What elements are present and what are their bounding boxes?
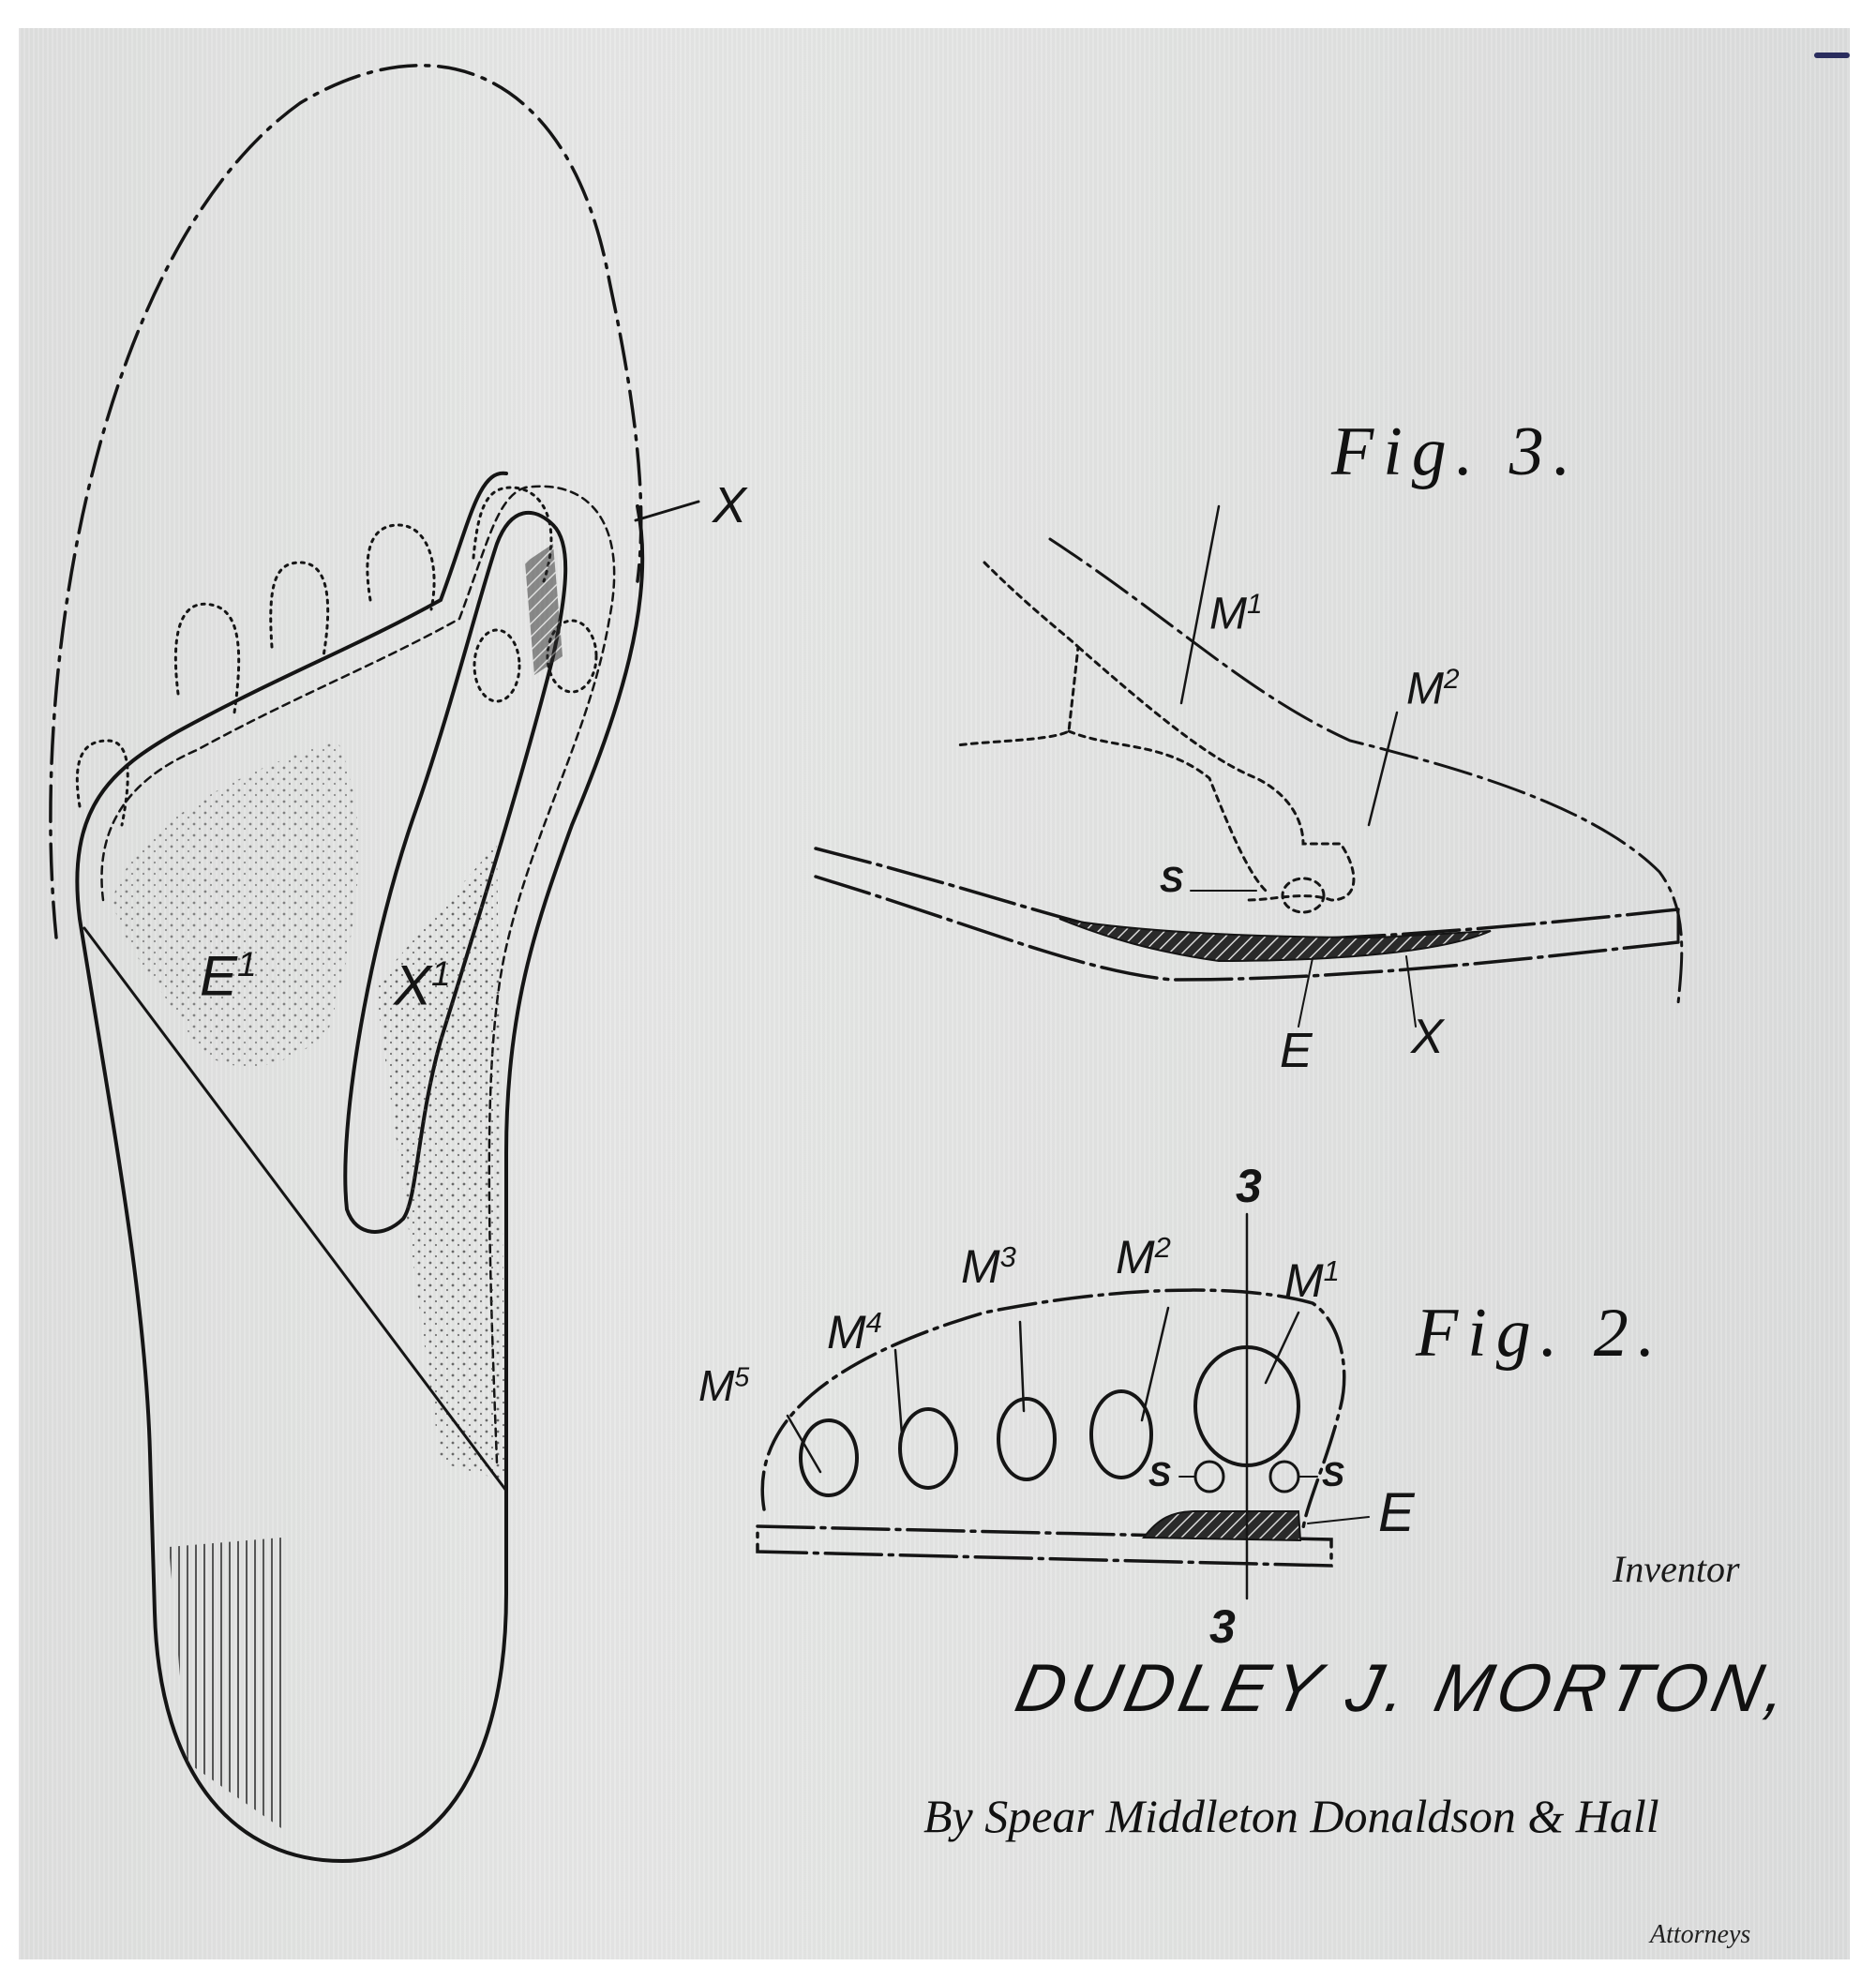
label-base: M xyxy=(961,1240,1000,1294)
fig2-label-M3: M3 xyxy=(961,1242,1016,1290)
fig2-label-M2: M2 xyxy=(1116,1233,1171,1281)
attorney-firm: By Spear Middleton Donaldson & Hall xyxy=(923,1790,1659,1842)
inventor-caption: Inventor xyxy=(1613,1548,1740,1590)
pad-E-fig2 xyxy=(1142,1510,1302,1542)
label-sup: 1 xyxy=(1323,1254,1340,1287)
fig3-label-S: S xyxy=(1160,861,1184,900)
label-sup: 3 xyxy=(999,1240,1016,1273)
attorney-caption: Attorneys xyxy=(1650,1920,1751,1949)
label-base: X xyxy=(394,953,432,1017)
insole-outline xyxy=(75,471,645,1864)
section-marker-top: 3 xyxy=(1236,1160,1262,1212)
fig1-label-X: X xyxy=(713,477,747,533)
ink-mark xyxy=(1814,53,1850,58)
label-base: M xyxy=(827,1306,866,1359)
label-base: M xyxy=(1116,1231,1155,1284)
fig3-side-view xyxy=(814,504,1684,1028)
label-sup: 1 xyxy=(1246,589,1263,620)
fig2-label-M1: M1 xyxy=(1284,1256,1340,1304)
fig2-label-M5: M5 xyxy=(698,1364,749,1407)
fig1-label-E1: E1 xyxy=(200,944,257,1008)
fig3-title: Fig. 3. xyxy=(1331,413,1581,490)
fig1-insole xyxy=(49,64,700,1864)
fig3-label-E: E xyxy=(1280,1024,1313,1078)
label-sup: 5 xyxy=(734,1362,750,1393)
fig2-title: Fig. 2. xyxy=(1416,1295,1665,1372)
label-base: M xyxy=(1406,664,1444,714)
fig2-cross-section xyxy=(756,1212,1370,1600)
label-base: M xyxy=(1209,589,1247,639)
fig2-label-M4: M4 xyxy=(827,1308,882,1356)
fig2-label-E: E xyxy=(1378,1482,1415,1543)
label-base: M xyxy=(698,1361,735,1410)
pad-E xyxy=(1058,918,1492,963)
label-sup: 4 xyxy=(865,1306,882,1339)
fig3-label-X: X xyxy=(1411,1010,1444,1064)
patent-sheet xyxy=(19,28,1850,1959)
label-sup: 1 xyxy=(431,953,451,993)
label-sup: 2 xyxy=(1443,664,1460,695)
label-base: E xyxy=(200,944,238,1008)
fig3-label-M1: M1 xyxy=(1209,591,1263,637)
fig1-label-X1: X1 xyxy=(394,953,451,1017)
fig2-label-S-right: S xyxy=(1322,1455,1345,1493)
fig2-label-S-left: S xyxy=(1148,1455,1172,1493)
label-sup: 1 xyxy=(237,944,257,983)
shoe-outline xyxy=(49,64,643,939)
label-sup: 2 xyxy=(1154,1231,1171,1264)
fig3-label-M2: M2 xyxy=(1406,666,1460,712)
label-base: M xyxy=(1284,1254,1324,1308)
inventor-name: DUDLEY J. MORTON, xyxy=(1009,1651,1800,1726)
section-marker-bottom: 3 xyxy=(1209,1600,1236,1653)
